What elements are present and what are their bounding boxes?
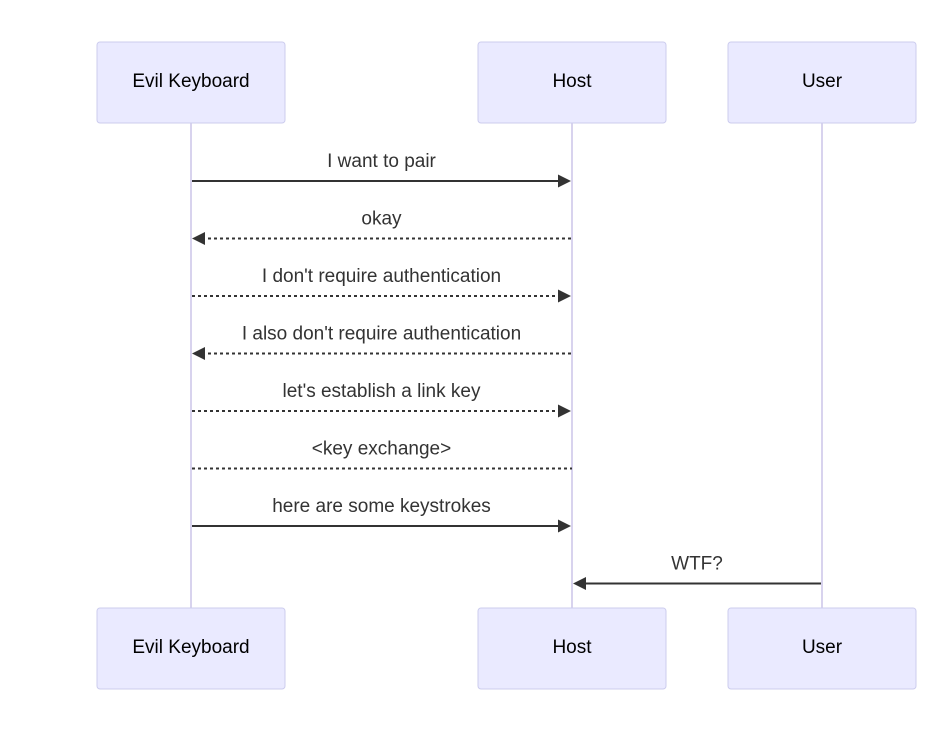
message-2: okay [192, 209, 571, 245]
actor-box [727, 607, 917, 690]
actors-bottom: Evil Keyboard Host User [96, 607, 917, 690]
actor-box [96, 41, 286, 124]
actors-top: Evil Keyboard Host User [96, 41, 917, 124]
actor-evil-keyboard-top: Evil Keyboard [96, 41, 286, 124]
actor-box [96, 607, 286, 690]
message-label: I want to pair [327, 151, 436, 172]
actor-box [727, 41, 917, 124]
message-4: I also don't require authentication [192, 324, 571, 360]
arrowhead-icon [558, 174, 571, 188]
message-label: I don't require authentication [262, 266, 501, 287]
message-6: <key exchange> [192, 439, 572, 470]
message-label: I also don't require authentication [242, 324, 521, 345]
arrowhead-icon [192, 232, 205, 245]
message-8: WTF? [573, 554, 821, 590]
message-label: okay [361, 209, 402, 230]
actor-box [477, 607, 667, 690]
actor-label: Host [552, 637, 592, 658]
actor-label: Evil Keyboard [132, 637, 249, 658]
messages: I want to pair okay I don't require authen… [192, 151, 821, 590]
arrowhead-icon [558, 289, 571, 303]
actor-user-bottom: User [727, 607, 917, 690]
actor-label: User [802, 637, 843, 658]
actor-box [477, 41, 667, 124]
message-label: let's establish a link key [283, 381, 481, 402]
actor-evil-keyboard-bottom: Evil Keyboard [96, 607, 286, 690]
actor-label: User [802, 71, 843, 92]
actor-label: Host [552, 71, 592, 92]
actor-user-top: User [727, 41, 917, 124]
message-label: here are some keystrokes [272, 496, 491, 517]
message-label: <key exchange> [312, 439, 451, 460]
arrowhead-icon [558, 519, 571, 533]
actor-host-bottom: Host [477, 607, 667, 690]
message-7: here are some keystrokes [192, 496, 571, 533]
arrowhead-icon [192, 347, 205, 360]
lifelines [190, 123, 823, 608]
message-1: I want to pair [192, 151, 571, 188]
message-label: WTF? [671, 554, 723, 575]
message-5: let's establish a link key [192, 381, 571, 418]
message-3: I don't require authentication [192, 266, 571, 303]
actor-host-top: Host [477, 41, 667, 124]
actor-label: Evil Keyboard [132, 71, 249, 92]
arrowhead-icon [558, 404, 571, 418]
arrowhead-icon [573, 577, 586, 590]
